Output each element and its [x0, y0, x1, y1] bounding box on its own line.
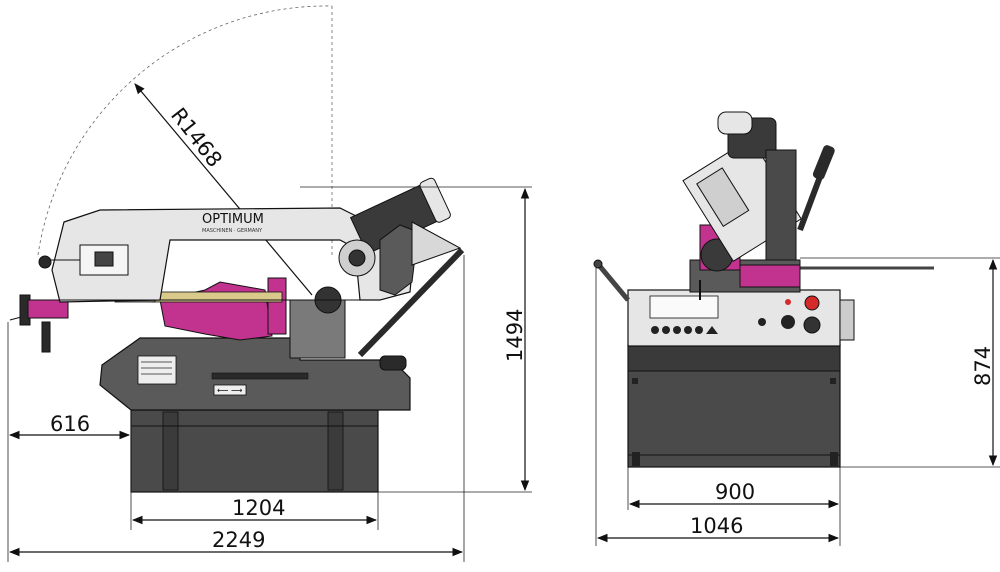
side-feed-block — [27, 299, 69, 319]
brand-logo: OPTIMUM — [202, 212, 264, 227]
front-lever[interactable] — [596, 262, 630, 302]
front-top-strip — [627, 344, 841, 372]
side-base-panel-left — [162, 411, 179, 491]
side-view: R1468 ⟵ ⟶ OPTIMUM MASCHINEN · GERMANY — [7, 5, 532, 562]
overhang-left-label: 616 — [50, 412, 90, 436]
control-triangle-button[interactable] — [706, 326, 718, 334]
front-vise-strip — [739, 264, 801, 288]
side-handle-knob[interactable] — [379, 355, 407, 371]
front-column — [765, 149, 797, 261]
control-button-row — [651, 326, 718, 334]
front-foot-left — [632, 452, 640, 466]
front-motor-cap — [717, 111, 753, 135]
base-width-label: 1204 — [232, 496, 285, 520]
side-vise — [159, 281, 273, 341]
front-handle-grip[interactable] — [812, 144, 836, 181]
direction-plate-label: ⟵ ⟶ — [217, 386, 243, 395]
side-guide-block — [94, 251, 114, 267]
side-cylinder — [379, 224, 419, 296]
control-knob-left[interactable] — [758, 318, 766, 326]
warning-label — [137, 355, 177, 385]
control-button[interactable] — [651, 326, 659, 334]
height-front-label: 874 — [971, 346, 995, 386]
control-knob-middle[interactable] — [781, 315, 795, 329]
side-tension-knob[interactable] — [38, 255, 52, 269]
side-base-panel-right — [327, 411, 344, 491]
control-button[interactable] — [695, 326, 703, 334]
direction-plate[interactable] — [213, 384, 247, 396]
front-foot-right — [830, 452, 838, 466]
side-vise-jaw — [267, 277, 287, 335]
control-display — [649, 295, 719, 319]
control-selector[interactable] — [803, 316, 821, 334]
front-base-width-label: 900 — [715, 480, 755, 504]
side-gas-spring — [357, 247, 465, 358]
swing-arc — [37, 5, 333, 256]
front-view: 874 900 1046 — [593, 111, 1000, 546]
brand-subtitle: MASCHINEN · GERMANY — [202, 228, 263, 234]
control-indicator — [785, 299, 791, 305]
control-button[interactable] — [673, 326, 681, 334]
total-length-label: 2249 — [212, 528, 265, 552]
control-button[interactable] — [662, 326, 670, 334]
front-vent-left — [632, 378, 638, 384]
radius-label: R1468 — [166, 103, 227, 171]
side-handle-grip[interactable] — [41, 321, 51, 353]
side-saw-bow — [51, 207, 413, 303]
height-side-label: 1494 — [503, 309, 527, 362]
pull-rod — [211, 372, 309, 380]
side-guard — [411, 221, 462, 266]
emergency-stop-button[interactable] — [804, 295, 820, 311]
front-side-bracket — [839, 299, 855, 341]
control-button[interactable] — [684, 326, 692, 334]
radius-line — [134, 83, 313, 296]
front-total-width-label: 1046 — [690, 514, 743, 538]
front-vent-right — [830, 378, 836, 384]
